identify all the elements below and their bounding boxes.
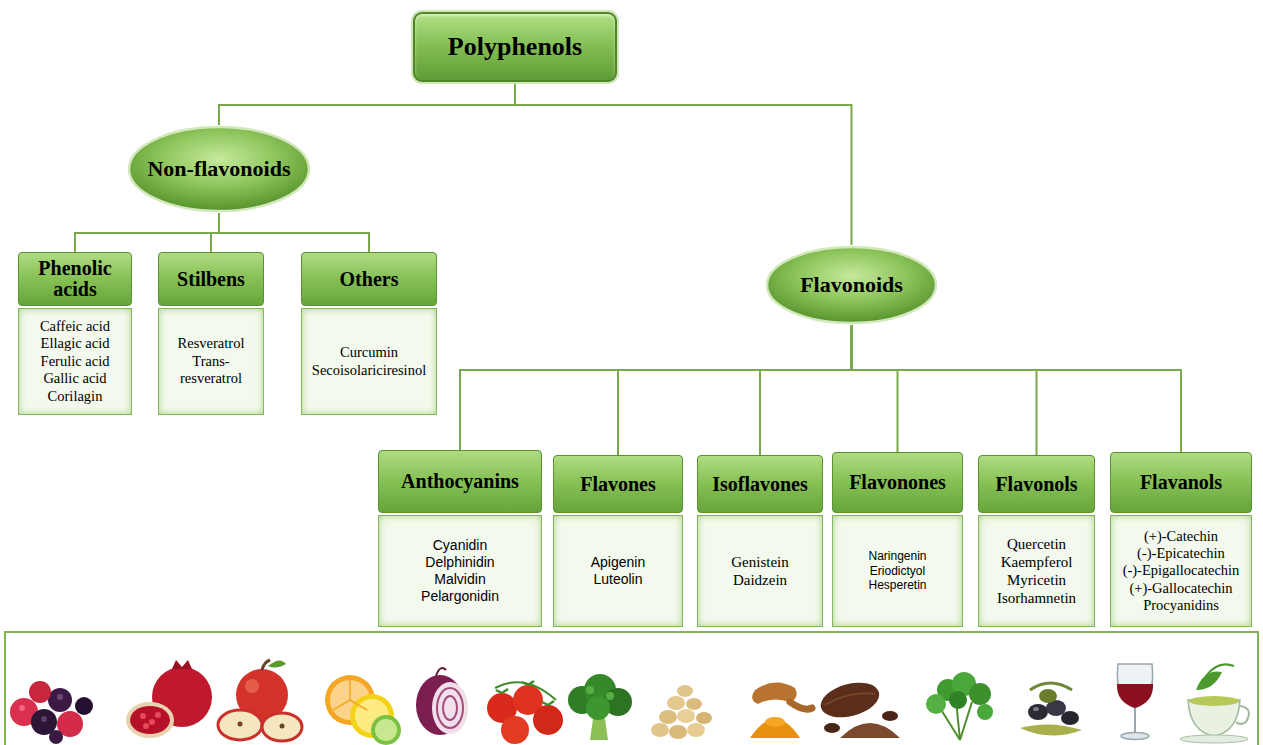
soybeans-picture: [651, 685, 712, 739]
category-box: FlavonesApigeninLuteolin: [553, 455, 683, 627]
category-box: FlavonolsQuercetinKaempferolMyricetinIso…: [978, 455, 1095, 627]
compound-name: Curcumin: [307, 344, 431, 361]
category-title: Phenolic acids: [23, 258, 127, 300]
category-title: Flavanols: [1140, 472, 1222, 493]
compound-name: Delphinidin: [384, 554, 536, 571]
category-header: Flavones: [553, 455, 683, 513]
compound-name: Pelargonidin: [384, 588, 536, 605]
category-title: Flavonones: [849, 472, 946, 493]
category-header: Flavanols: [1110, 452, 1252, 513]
berries-picture: [10, 681, 93, 744]
compound-name: Kaempferol: [984, 553, 1089, 571]
category-box: Phenolic acidsCaffeic acidEllagic acidFe…: [18, 252, 132, 415]
compound-name: Quercetin: [984, 535, 1089, 553]
compound-name: Daidzein: [703, 571, 817, 589]
connector-line: [852, 325, 1037, 455]
category-header: Others: [301, 252, 437, 306]
compound-name: Cyanidin: [384, 537, 536, 554]
category-title: Stilbens: [177, 269, 245, 290]
connector-line: [618, 325, 852, 455]
category-header: Anthocyanins: [378, 450, 542, 513]
compound-name: Malvidin: [384, 571, 536, 588]
category-body: NaringeninEriodictyolHesperetin: [832, 515, 963, 627]
category-body: QuercetinKaempferolMyricetinIsorhamnetin: [978, 515, 1095, 627]
group-ellipse: Non-flavonoids: [127, 125, 311, 213]
compound-name: Caffeic acid: [24, 318, 126, 335]
category-box: OthersCurcuminSecoisolariciresinol: [301, 252, 437, 415]
category-body: (+)-Catechin(-)-Epicatechin(-)-Epigalloc…: [1110, 515, 1252, 627]
category-title: Others: [340, 269, 399, 290]
connector-line: [760, 325, 852, 455]
connector-line: [219, 82, 515, 125]
category-title: Anthocyanins: [401, 471, 519, 492]
compound-name: Apigenin: [559, 554, 677, 571]
compound-name: Ferulic acid: [24, 353, 126, 370]
compound-name: Genistein: [703, 553, 817, 571]
category-box: Flavanols (+)-Catechin(-)-Epicatechin(-)-…: [1110, 452, 1252, 627]
category-title: Flavones: [580, 474, 656, 495]
category-body: CurcuminSecoisolariciresinol: [301, 308, 437, 415]
category-box: AnthocyaninsCyanidinDelphinidinMalvidinP…: [378, 450, 542, 627]
compound-name: Trans- resveratrol: [164, 353, 258, 388]
category-header: Stilbens: [158, 252, 264, 306]
compound-name: Gallic acid: [24, 370, 126, 387]
compound-name: Ellagic acid: [24, 335, 126, 352]
category-body: Caffeic acidEllagic acidFerulic acidGall…: [18, 308, 132, 415]
green-tea-picture: [1180, 664, 1249, 743]
node-title: Non-flavonoids: [147, 156, 290, 182]
node-title: Polyphenols: [448, 32, 582, 62]
category-header: Flavonones: [832, 452, 963, 513]
compound-name: Corilagin: [24, 388, 126, 405]
broccoli-picture: [568, 674, 632, 740]
ellipse-shape: [767, 247, 936, 323]
connector-line: [211, 213, 219, 252]
connector-line: [515, 82, 852, 245]
compound-name: (+)-Catechin: [1116, 528, 1246, 545]
compound-name: Eriodictyol: [838, 564, 957, 578]
parsley-picture: [926, 672, 993, 740]
compound-name: Isorhamnetin: [984, 589, 1089, 607]
connector-line: [852, 325, 898, 452]
category-header: Flavonols: [978, 455, 1095, 513]
compound-name: (+)-Gallocatechin: [1116, 580, 1246, 597]
category-box: IsoflavonesGenisteinDaidzein: [697, 455, 823, 627]
category-body: GenisteinDaidzein: [697, 515, 823, 627]
connector-line: [852, 325, 1182, 452]
pomegranate-picture: [126, 660, 212, 738]
compound-name: (-)-Epicatechin: [1116, 545, 1246, 562]
apples-picture: [218, 660, 302, 741]
category-body: ResveratrolTrans- resveratrol: [158, 308, 264, 415]
category-header: Isoflavones: [697, 455, 823, 513]
compound-name: Luteolin: [559, 571, 677, 588]
connector-line: [75, 213, 219, 252]
category-title: Flavonols: [995, 474, 1077, 495]
compound-name: Resveratrol: [164, 335, 258, 352]
node-title: Flavonoids: [800, 272, 903, 298]
turmeric-picture: [750, 682, 812, 738]
wine-glass-picture: [1117, 664, 1153, 740]
ellipse-shape: [129, 127, 309, 211]
compound-name: (-)-Epigallocatechin: [1116, 562, 1246, 579]
compound-name: Hesperetin: [838, 578, 957, 592]
onion-picture: [416, 668, 468, 735]
root-box: Polyphenols: [413, 12, 617, 82]
compound-name: Procyanidins: [1116, 597, 1246, 614]
cocoa-picture: [817, 677, 900, 738]
tomatoes-picture: [487, 681, 563, 744]
olives-picture: [1020, 683, 1082, 736]
category-box: FlavononesNaringeninEriodictyolHespereti…: [832, 452, 963, 627]
category-body: ApigeninLuteolin: [553, 515, 683, 627]
compound-name: Myricetin: [984, 571, 1089, 589]
category-box: StilbensResveratrolTrans- resveratrol: [158, 252, 264, 415]
compound-name: Naringenin: [838, 549, 957, 563]
connector-line: [219, 213, 369, 252]
category-title: Isoflavones: [712, 474, 808, 495]
compound-name: Secoisolariciresinol: [307, 362, 431, 379]
connector-line: [460, 325, 852, 450]
category-header: Phenolic acids: [18, 252, 132, 306]
category-body: CyanidinDelphinidinMalvidinPelargonidin: [378, 515, 542, 627]
group-ellipse: Flavonoids: [765, 245, 938, 325]
food-frame: [5, 632, 1258, 745]
citrus-picture: [325, 675, 401, 745]
